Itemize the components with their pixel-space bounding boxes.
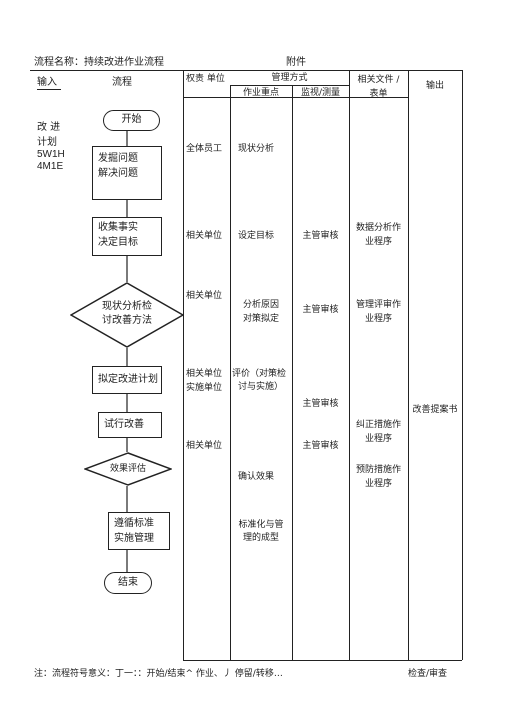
footer-check: 检查/审查: [408, 669, 448, 679]
doc-2-line2: 业程序: [364, 314, 392, 324]
col-responsibility: 权责 单位: [186, 74, 225, 84]
footer-note: 注：流程符号意义：丁一：：开始/结束^ 作业、丿 停留/转移…: [34, 669, 283, 679]
flow-step-discover-line2: 解决问题: [98, 168, 138, 179]
flow-step-trial: 试行改善: [98, 412, 162, 438]
doc-3-line1: 纠正措施作: [355, 420, 401, 430]
grid-line-docs: [349, 70, 350, 660]
monitor-3: 主管审核: [302, 399, 339, 409]
flow-step-standard: 遵循标准 实施管理: [108, 512, 170, 550]
grid-line-monitor: [292, 85, 293, 660]
attachment-label: 附件: [286, 57, 306, 68]
flow-step-standard-line2: 实施管理: [114, 533, 154, 544]
resp-3: 相关单位: [186, 291, 223, 301]
input-line2: 计划: [37, 137, 57, 148]
flow-decision-analysis-line2: 讨改善方法: [102, 315, 152, 326]
doc-3-line2: 业程序: [364, 434, 392, 444]
grid-line-header-bottom: [183, 97, 408, 98]
doc-1-line1: 数据分析作: [355, 223, 401, 233]
input-line1: 改 进: [37, 122, 61, 133]
key-4-line2: 讨与实施）: [238, 382, 284, 392]
col-monitor: 监视/测量: [300, 88, 341, 98]
flow-decision-analysis: [70, 282, 184, 348]
resp-2: 相关单位: [186, 231, 223, 241]
doc-1-line2: 业程序: [364, 237, 392, 247]
key-2: 设定目标: [238, 231, 275, 241]
resp-4-line1: 相关单位: [186, 369, 223, 379]
flow-end: 结束: [104, 572, 152, 594]
flow-decision-evaluate: [84, 452, 172, 486]
key-6-line2: 理的成型: [242, 533, 279, 543]
col-docs-1: 相关文件 /: [357, 75, 400, 85]
flow-decision-analysis-line1: 现状分析检: [102, 301, 152, 312]
doc-4-line2: 业程序: [364, 479, 392, 489]
resp-4-line2: 实施单位: [186, 383, 223, 393]
col-flow: 流程: [112, 77, 132, 88]
flow-decision-evaluate-label: 效果评估: [109, 464, 146, 474]
flow-step-discover-line1: 发掘问题: [98, 153, 138, 164]
key-6-line1: 标准化与管: [238, 520, 284, 530]
key-5: 确认效果: [238, 472, 275, 482]
col-docs-2: 表单: [369, 89, 388, 99]
flow-start: 开始: [103, 110, 160, 131]
doc-2-line1: 管理评审作: [355, 300, 401, 310]
key-4-line1: 评价（对策检: [232, 369, 287, 379]
flow-step-collect: 收集事实 决定目标: [92, 217, 162, 256]
doc-4-line1: 预防措施作: [355, 465, 401, 475]
col-output: 输出: [425, 81, 444, 91]
monitor-1: 主管审核: [302, 231, 339, 241]
grid-line-output: [408, 70, 409, 660]
monitor-4: 主管审核: [302, 441, 339, 451]
grid-line-resp: [183, 70, 184, 660]
flow-step-plan: 拟定改进计划: [92, 366, 162, 394]
col-management: 管理方式: [271, 73, 308, 83]
output-1: 改善提案书: [412, 405, 458, 415]
flow-step-collect-line1: 收集事实: [98, 222, 138, 233]
grid-line-bottom: [183, 660, 462, 661]
grid-line-key: [230, 85, 231, 660]
key-1: 现状分析: [238, 144, 275, 154]
key-3-line1: 分析原因: [242, 300, 279, 310]
grid-line-right: [462, 70, 463, 660]
resp-1: 全体员工: [186, 144, 223, 154]
input-line3: 5W1H: [37, 149, 65, 160]
flow-step-collect-line2: 决定目标: [98, 237, 138, 248]
col-key-points: 作业重点: [242, 88, 279, 98]
resp-5: 相关单位: [186, 441, 223, 451]
col-input: 输入: [37, 77, 61, 90]
flow-step-standard-line1: 遵循标准: [114, 518, 154, 529]
monitor-2: 主管审核: [302, 305, 339, 315]
grid-line-subheader: [230, 85, 349, 86]
process-name: 流程名称：持续改进作业流程: [34, 57, 164, 68]
key-3-line2: 对策拟定: [242, 314, 279, 324]
input-line4: 4M1E: [37, 161, 64, 172]
header-rule: [30, 70, 462, 71]
flow-step-discover: 发掘问题 解决问题: [92, 146, 162, 200]
